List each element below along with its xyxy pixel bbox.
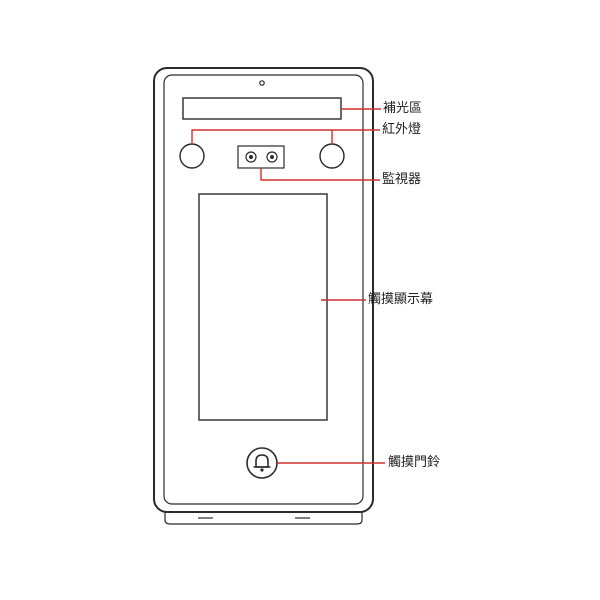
infrared-light-right <box>319 143 345 169</box>
callout-label-touch-display: 觸摸顯示幕 <box>368 292 434 307</box>
callout-label-camera: 監視器 <box>382 172 422 187</box>
camera-lens-left-outer <box>245 151 257 163</box>
doorbell-button-ring <box>246 447 278 479</box>
device-base-foot <box>164 511 363 525</box>
leader-line-infrared-light <box>191 129 333 144</box>
device-inner-bezel <box>163 74 364 505</box>
touch-display-panel <box>198 193 328 421</box>
camera-lens-right-outer <box>266 151 278 163</box>
fill-light-bar <box>182 97 342 120</box>
callout-label-infrared-light: 紅外燈 <box>382 122 422 137</box>
top-sensor-dot <box>259 80 265 86</box>
camera-lens-left-inner <box>249 155 253 159</box>
leader-line-camera <box>260 168 380 181</box>
callout-label-touch-doorbell: 觸摸門鈴 <box>388 455 441 470</box>
infrared-light-left <box>179 143 205 169</box>
bell-icon <box>253 454 271 472</box>
camera-lens-right-inner <box>270 155 274 159</box>
callout-label-fill-light: 補光區 <box>383 101 423 116</box>
